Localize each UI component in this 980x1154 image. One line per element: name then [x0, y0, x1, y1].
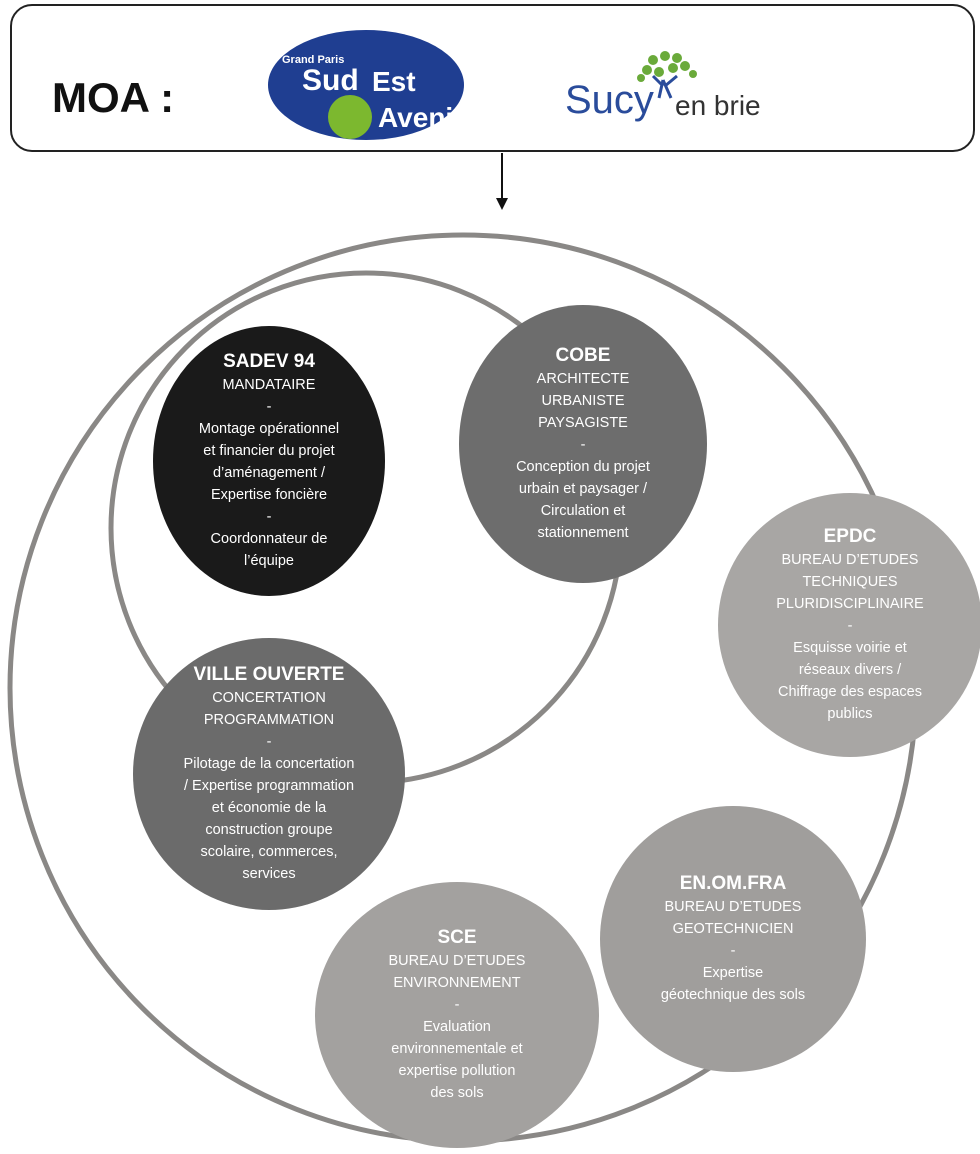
enomfra-line: -	[730, 943, 736, 959]
ville-ouverte-line: services	[242, 866, 296, 882]
sce-line: -	[454, 997, 460, 1013]
cobe-line: Circulation et	[540, 503, 626, 519]
sadev-94-line: Expertise foncière	[210, 487, 328, 503]
cobe-title: COBE	[555, 345, 611, 366]
enomfra-line: GEOTECHNICIEN	[672, 921, 794, 937]
sadev-94-line: l’équipe	[244, 553, 294, 569]
gpsea-logo-line3: Est	[372, 66, 416, 97]
ville-ouverte-line: Pilotage de la concertation	[183, 756, 355, 772]
sucy-logo: Sucy en brie	[565, 50, 775, 130]
sadev-94-line: MANDATAIRE	[222, 377, 316, 393]
ville-ouverte-line: PROGRAMMATION	[203, 712, 335, 728]
epdc-line: -	[847, 618, 853, 634]
sadev-94-line: -	[266, 509, 272, 525]
enomfra-title: EN.OM.FRA	[679, 873, 787, 894]
epdc-line: Esquisse voirie et	[793, 640, 907, 656]
sadev-94-line: Montage opérationnel	[198, 421, 340, 437]
ville-ouverte-line: -	[266, 734, 272, 750]
sce-line: environnementale et	[391, 1041, 523, 1057]
epdc-line: réseaux divers /	[798, 662, 902, 678]
cobe-line: Conception du projet	[516, 459, 650, 475]
epdc-line: BUREAU D’ETUDES	[781, 552, 919, 568]
sucy-logo-part2: en brie	[675, 90, 761, 121]
enomfra-line: Expertise	[702, 965, 764, 981]
ville-ouverte-line: CONCERTATION	[212, 690, 326, 706]
gpsea-logo-graphic	[268, 30, 464, 140]
sce-line: expertise pollution	[398, 1063, 516, 1079]
gpsea-logo-line1: Grand Paris	[282, 54, 345, 66]
ville-ouverte-title: VILLE OUVERTE	[193, 664, 345, 685]
ville-ouverte-line: scolaire, commerces,	[200, 844, 338, 860]
sce-line: Evaluation	[423, 1019, 491, 1035]
ville-ouverte-line: et économie de la	[211, 800, 327, 816]
cobe-bubble: COBE ARCHITECTE URBANISTE PAYSAGISTE - C…	[459, 305, 707, 583]
epdc-line: Chiffrage des espaces	[777, 684, 923, 700]
sadev-94-line: -	[266, 399, 272, 415]
sadev-94-title: SADEV 94	[223, 351, 315, 372]
cobe-line: PAYSAGISTE	[538, 415, 628, 431]
cobe-line: stationnement	[537, 525, 629, 541]
sce-title: SCE	[437, 927, 477, 948]
sce-bubble: SCE BUREAU D’ETUDES ENVIRONNEMENT - Eval…	[315, 882, 599, 1148]
sadev-94-bubble: SADEV 94 MANDATAIRE - Montage opérationn…	[153, 326, 385, 596]
sadev-94-line: et financier du projet	[203, 443, 335, 459]
ville-ouverte-line: construction groupe	[205, 822, 333, 838]
moa-label: MOA :	[52, 74, 175, 121]
cobe-line: ARCHITECTE	[536, 371, 630, 387]
gpsea-logo: Grand Paris Sud Est Avenir	[268, 30, 464, 140]
sce-line: ENVIRONNEMENT	[393, 975, 521, 991]
gpsea-logo-line2: Sud	[302, 64, 359, 97]
ville-ouverte-bubble: VILLE OUVERTE CONCERTATION PROGRAMMATION…	[133, 638, 405, 910]
sadev-94-line: d’aménagement /	[212, 465, 326, 481]
arrow-head-icon	[496, 198, 508, 210]
moa-header-box	[10, 4, 975, 152]
enomfra-line: géotechnique des sols	[660, 987, 806, 1003]
cobe-line: urbain et paysager /	[518, 481, 648, 497]
ville-ouverte-line: / Expertise programmation	[183, 778, 355, 794]
tree-icon	[637, 51, 697, 99]
sucy-logo-part1: Sucy	[565, 78, 654, 122]
sce-line: BUREAU D’ETUDES	[388, 953, 526, 969]
cobe-line: URBANISTE	[541, 393, 625, 409]
cobe-line: -	[580, 437, 586, 453]
epdc-line: TECHNIQUES	[802, 574, 898, 590]
sce-line: des sols	[430, 1085, 484, 1101]
enomfra-line: BUREAU D’ETUDES	[664, 899, 802, 915]
epdc-line: PLURIDISCIPLINAIRE	[776, 596, 924, 612]
epdc-line: publics	[827, 706, 873, 722]
epdc-title: EPDC	[823, 526, 877, 547]
epdc-bubble: EPDC BUREAU D’ETUDES TECHNIQUES PLURIDIS…	[718, 493, 980, 757]
enomfra-bubble: EN.OM.FRA BUREAU D’ETUDES GEOTECHNICIEN …	[600, 806, 866, 1072]
sadev-94-line: Coordonnateur de	[210, 531, 328, 547]
gpsea-logo-line4: Avenir	[378, 102, 465, 133]
